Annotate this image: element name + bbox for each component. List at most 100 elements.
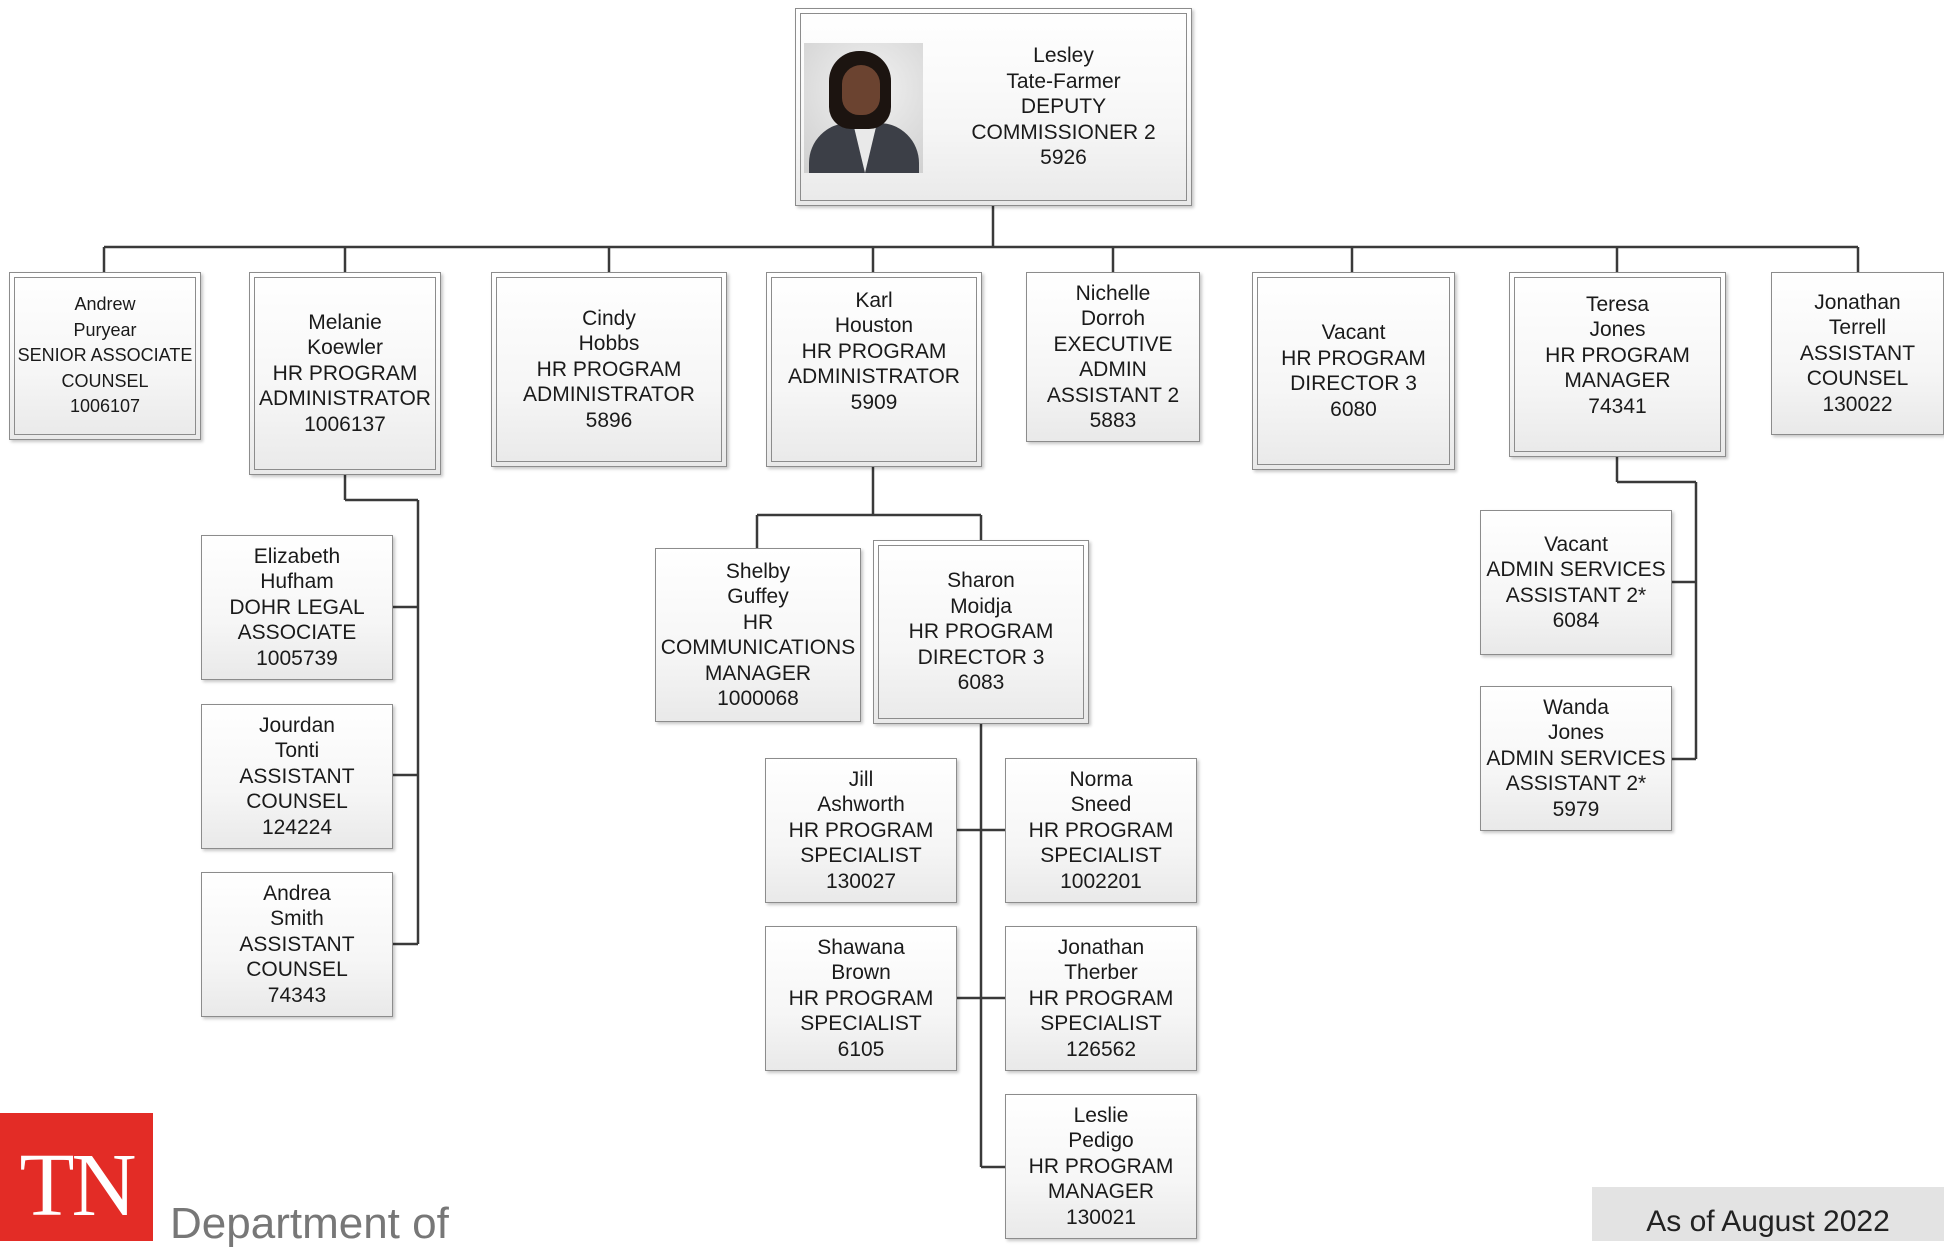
- node-text: Jourdan Tonti ASSISTANT COUNSEL 124224: [239, 713, 354, 841]
- org-node-staff[interactable]: Shelby Guffey HR COMMUNICATIONS MANAGER …: [655, 548, 861, 722]
- node-line: Wanda: [1543, 695, 1609, 719]
- node-line: 5883: [1089, 409, 1137, 432]
- org-node-staff[interactable]: Andrea Smith ASSISTANT COUNSEL 74343: [201, 872, 393, 1017]
- node-line: ASSISTANT 2*: [1505, 583, 1647, 607]
- node-line: ADMINISTRATOR: [259, 387, 431, 411]
- node-line: 124224: [261, 815, 333, 839]
- node-line: Therber: [1064, 961, 1138, 985]
- node-text: Shawana Brown HR PROGRAM SPECIALIST 6105: [789, 935, 934, 1063]
- org-node-staff[interactable]: Elizabeth Hufham DOHR LEGAL ASSOCIATE 10…: [201, 535, 393, 680]
- node-text: Lesley Tate-Farmer DEPUTY COMMISSIONER 2…: [936, 9, 1191, 205]
- node-line: Ashworth: [817, 793, 905, 817]
- org-node-direct-report[interactable]: Teresa Jones HR PROGRAM MANAGER 74341: [1509, 272, 1726, 457]
- node-line: SPECIALIST: [1040, 1012, 1162, 1036]
- tn-logo: TN: [0, 1113, 153, 1241]
- node-line: MANAGER: [1047, 1180, 1155, 1204]
- node-line: MANAGER: [1564, 369, 1671, 393]
- org-node-direct-report[interactable]: Melanie Koewler HR PROGRAM ADMINISTRATOR…: [249, 272, 441, 475]
- node-line: DIRECTOR 3: [917, 645, 1045, 669]
- node-line: Moidja: [950, 594, 1012, 618]
- org-node-staff[interactable]: Norma Sneed HR PROGRAM SPECIALIST 100220…: [1005, 758, 1197, 903]
- node-line: COUNSEL: [1806, 367, 1909, 391]
- node-line: HR PROGRAM: [788, 818, 934, 842]
- node-line: HR: [742, 610, 774, 634]
- org-node-direct-report[interactable]: Nichelle Dorroh EXECUTIVE ADMIN ASSISTAN…: [1026, 272, 1200, 442]
- org-node-staff[interactable]: Jill Ashworth HR PROGRAM SPECIALIST 1300…: [765, 758, 957, 903]
- node-text: Wanda Jones ADMIN SERVICES ASSISTANT 2* …: [1486, 695, 1665, 823]
- node-line: 5896: [585, 408, 633, 432]
- node-line: ADMIN SERVICES: [1486, 746, 1666, 770]
- node-line: HR PROGRAM: [1545, 343, 1690, 367]
- node-line: Shawana: [817, 935, 905, 959]
- org-node-staff[interactable]: Leslie Pedigo HR PROGRAM MANAGER 130021: [1005, 1094, 1197, 1239]
- node-text: Elizabeth Hufham DOHR LEGAL ASSOCIATE 10…: [229, 544, 364, 672]
- node-text: Andrew Puryear SENIOR ASSOCIATE COUNSEL …: [18, 292, 193, 420]
- node-position-number: 5926: [1040, 146, 1087, 170]
- node-line: SPECIALIST: [1040, 844, 1162, 868]
- node-text: Jonathan Therber HR PROGRAM SPECIALIST 1…: [1029, 935, 1174, 1063]
- node-line: 1006107: [69, 396, 141, 417]
- node-line: HR PROGRAM: [1028, 818, 1174, 842]
- node-text: Melanie Koewler HR PROGRAM ADMINISTRATOR…: [259, 310, 431, 438]
- node-line: Sharon: [947, 569, 1015, 593]
- profile-photo: [804, 43, 923, 173]
- node-line: SPECIALIST: [800, 1012, 922, 1036]
- node-line: Norma: [1069, 767, 1133, 791]
- node-line: ASSISTANT 2: [1046, 383, 1180, 407]
- node-text: Andrea Smith ASSISTANT COUNSEL 74343: [239, 881, 354, 1009]
- org-node-direct-report[interactable]: Vacant HR PROGRAM DIRECTOR 3 6080: [1252, 272, 1455, 470]
- node-text: Leslie Pedigo HR PROGRAM MANAGER 130021: [1029, 1103, 1174, 1231]
- org-node-direct-report[interactable]: Andrew Puryear SENIOR ASSOCIATE COUNSEL …: [9, 272, 201, 440]
- node-text: Jonathan Terrell ASSISTANT COUNSEL 13002…: [1800, 290, 1915, 418]
- node-line: Leslie: [1073, 1103, 1129, 1127]
- org-node-direct-report[interactable]: Jonathan Terrell ASSISTANT COUNSEL 13002…: [1771, 272, 1944, 435]
- org-node-staff[interactable]: Jourdan Tonti ASSISTANT COUNSEL 124224: [201, 704, 393, 849]
- node-line: COUNSEL: [246, 790, 348, 814]
- node-line: Jones: [1589, 318, 1646, 342]
- node-line: COUNSEL: [61, 370, 149, 391]
- node-line: 6080: [1330, 397, 1377, 421]
- org-node-staff[interactable]: Wanda Jones ADMIN SERVICES ASSISTANT 2* …: [1480, 686, 1672, 831]
- node-line: ASSISTANT 2*: [1505, 772, 1647, 796]
- node-line: ASSOCIATE: [237, 621, 357, 645]
- node-line: ASSISTANT: [239, 932, 355, 956]
- node-line: ADMIN: [1079, 358, 1147, 381]
- node-line: Tonti: [274, 739, 320, 763]
- as-of-date-badge: As of August 2022: [1592, 1187, 1944, 1241]
- node-line: HR PROGRAM: [1028, 1154, 1174, 1178]
- node-line: ADMINISTRATOR: [788, 365, 960, 389]
- node-title: COMMISSIONER 2: [971, 120, 1156, 144]
- logo-text: TN: [19, 1136, 137, 1235]
- node-line: Puryear: [73, 319, 137, 340]
- org-node-staff[interactable]: Shawana Brown HR PROGRAM SPECIALIST 6105: [765, 926, 957, 1071]
- node-line: Elizabeth: [253, 544, 341, 568]
- node-line: 1006137: [304, 412, 386, 436]
- node-text: Norma Sneed HR PROGRAM SPECIALIST 100220…: [1029, 767, 1174, 895]
- node-text: Sharon Moidja HR PROGRAM DIRECTOR 3 6083: [909, 568, 1054, 696]
- node-line: Dorroh: [1080, 307, 1146, 330]
- node-line: Cindy: [582, 306, 636, 330]
- node-text: Cindy Hobbs HR PROGRAM ADMINISTRATOR 589…: [523, 306, 695, 434]
- node-line: Jill: [848, 767, 874, 791]
- org-node-direct-report[interactable]: Karl Houston HR PROGRAM ADMINISTRATOR 59…: [766, 272, 982, 467]
- node-line: Smith: [270, 907, 324, 931]
- org-node-direct-report[interactable]: Sharon Moidja HR PROGRAM DIRECTOR 3 6083: [873, 540, 1089, 724]
- node-line: Jonathan: [1057, 935, 1145, 959]
- node-text: Karl Houston HR PROGRAM ADMINISTRATOR 59…: [788, 288, 960, 416]
- node-line: Koewler: [307, 336, 383, 360]
- org-node-staff[interactable]: Jonathan Therber HR PROGRAM SPECIALIST 1…: [1005, 926, 1197, 1071]
- node-text: Nichelle Dorroh EXECUTIVE ADMIN ASSISTAN…: [1047, 281, 1179, 434]
- node-text: Shelby Guffey HR COMMUNICATIONS MANAGER …: [661, 559, 855, 712]
- org-node-direct-report[interactable]: Cindy Hobbs HR PROGRAM ADMINISTRATOR 589…: [491, 272, 727, 467]
- node-line: 1002201: [1060, 869, 1142, 893]
- node-line: 74343: [267, 983, 327, 1007]
- node-line: HR PROGRAM: [801, 339, 947, 363]
- node-line: ADMIN SERVICES: [1486, 558, 1666, 581]
- org-node-deputy-commissioner[interactable]: Lesley Tate-Farmer DEPUTY COMMISSIONER 2…: [795, 8, 1192, 206]
- node-line: EXECUTIVE: [1053, 332, 1173, 356]
- node-line: Andrea: [263, 881, 331, 905]
- node-line: COUNSEL: [246, 958, 348, 982]
- org-node-staff[interactable]: Vacant ADMIN SERVICES ASSISTANT 2* 6084: [1480, 510, 1672, 655]
- node-line: DOHR LEGAL: [229, 595, 365, 619]
- node-line: 130022: [1822, 392, 1893, 416]
